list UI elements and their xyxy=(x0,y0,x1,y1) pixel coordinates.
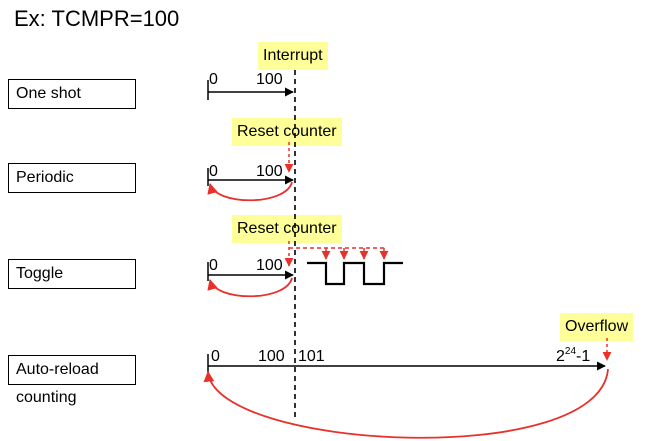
max-value-label: 224-1 xyxy=(556,345,591,365)
compare-label-one-shot: 100 xyxy=(256,71,283,88)
overflow-note: Overflow xyxy=(560,313,634,341)
compare-label-auto-reload: 100 xyxy=(258,348,285,365)
reset-counter-note-toggle: Reset counter xyxy=(232,215,342,243)
mode-one-shot: One shot xyxy=(8,79,136,109)
toggle-reload-curve xyxy=(207,277,293,298)
toggle-square-wave xyxy=(307,261,403,286)
periodic-reload-curve xyxy=(207,181,293,202)
compare-label-periodic: 100 xyxy=(256,163,283,180)
zero-label-toggle: 0 xyxy=(209,257,218,274)
zero-label-periodic: 0 xyxy=(209,163,218,180)
mode-auto-reload: Auto-reload counting xyxy=(8,355,136,406)
zero-label-auto-reload: 0 xyxy=(211,348,220,365)
interrupt-note: Interrupt xyxy=(258,42,328,70)
zero-label-one-shot: 0 xyxy=(209,71,218,88)
mode-toggle: Toggle xyxy=(8,259,136,289)
reset-counter-note-periodic: Reset counter xyxy=(232,118,342,146)
page-title: Ex: TCMPR=100 xyxy=(14,6,180,31)
max-base: 2 xyxy=(556,348,565,365)
auto-reload-curve xyxy=(203,368,609,439)
compare-label-toggle: 100 xyxy=(256,257,283,274)
max-suffix: -1 xyxy=(576,348,591,365)
max-exponent: 24 xyxy=(564,345,577,357)
mode-periodic: Periodic xyxy=(8,163,136,193)
next-label-auto-reload: 101 xyxy=(298,348,325,365)
